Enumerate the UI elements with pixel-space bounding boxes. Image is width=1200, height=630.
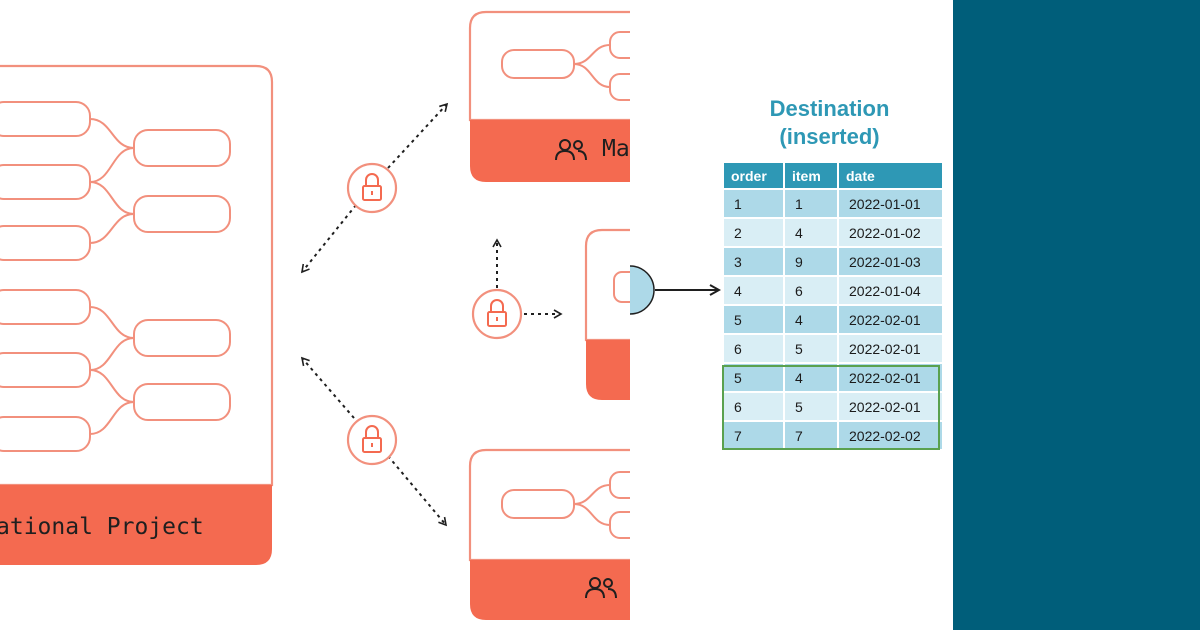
cell-item: 4 [785, 306, 837, 333]
cell-item: 4 [785, 364, 837, 391]
cell-date: 2022-01-01 [839, 190, 942, 217]
table-row-inserted: 5 4 2022-02-01 [724, 364, 942, 391]
cell-date: 2022-02-02 [839, 422, 942, 449]
top-project-card [468, 10, 630, 182]
column-header-date: date [839, 163, 942, 188]
step-connector [630, 265, 730, 315]
cell-order: 3 [724, 248, 783, 275]
cell-item: 4 [785, 219, 837, 246]
cell-date: 2022-01-04 [839, 277, 942, 304]
destination-panel: Destination (inserted) order item date 1… [630, 0, 953, 630]
table-row: 1 1 2022-01-01 [724, 190, 942, 217]
cell-item: 1 [785, 190, 837, 217]
cell-date: 2022-01-02 [839, 219, 942, 246]
destination-table: order item date 1 1 2022-01-01 2 4 2022-… [722, 161, 944, 451]
cell-date: 2022-02-01 [839, 393, 942, 420]
users-icon [585, 577, 617, 599]
cell-date: 2022-02-01 [839, 364, 942, 391]
column-header-item: item [785, 163, 837, 188]
lock-icon [346, 414, 398, 466]
bottom-project-card [468, 448, 630, 620]
cell-date: 2022-02-01 [839, 306, 942, 333]
table-row: 6 5 2022-02-01 [724, 335, 942, 362]
middle-project-card [584, 228, 630, 400]
cell-order: 7 [724, 422, 783, 449]
cell-item: 7 [785, 422, 837, 449]
cell-date: 2022-02-01 [839, 335, 942, 362]
destination-subtitle: (inserted) [779, 124, 880, 149]
users-icon [555, 139, 587, 161]
table-row: 4 6 2022-01-04 [724, 277, 942, 304]
cell-item: 5 [785, 393, 837, 420]
cell-date: 2022-01-03 [839, 248, 942, 275]
main-project-label: ational Project [0, 514, 204, 540]
lock-icon [346, 162, 398, 214]
table-row-inserted: 6 5 2022-02-01 [724, 393, 942, 420]
destination-title: Destination [769, 96, 890, 121]
arrow-to-top-project [387, 102, 449, 169]
top-project-label: Ma [602, 136, 630, 162]
table-header-row: order item date [724, 163, 942, 188]
cell-item: 9 [785, 248, 837, 275]
cell-order: 5 [724, 364, 783, 391]
main-project-card [0, 64, 274, 565]
cell-order: 4 [724, 277, 783, 304]
arrow-to-bottom-project [387, 455, 448, 527]
brand-color-band [953, 0, 1200, 630]
cell-order: 5 [724, 306, 783, 333]
arrow-to-main-project-upper [300, 204, 357, 274]
column-header-order: order [724, 163, 783, 188]
cell-item: 5 [785, 335, 837, 362]
arrow-to-main-project-lower [300, 356, 355, 419]
cell-order: 2 [724, 219, 783, 246]
cell-item: 6 [785, 277, 837, 304]
table-row: 2 4 2022-01-02 [724, 219, 942, 246]
cell-order: 6 [724, 335, 783, 362]
table-row-inserted: 7 7 2022-02-02 [724, 422, 942, 449]
cell-order: 1 [724, 190, 783, 217]
lock-icon [471, 288, 523, 340]
table-row: 5 4 2022-02-01 [724, 306, 942, 333]
table-row: 3 9 2022-01-03 [724, 248, 942, 275]
step-number-badge [630, 265, 655, 315]
cell-order: 6 [724, 393, 783, 420]
diagram-canvas [0, 10, 630, 620]
data-sharing-diagram: ational Project Ma [0, 10, 630, 620]
